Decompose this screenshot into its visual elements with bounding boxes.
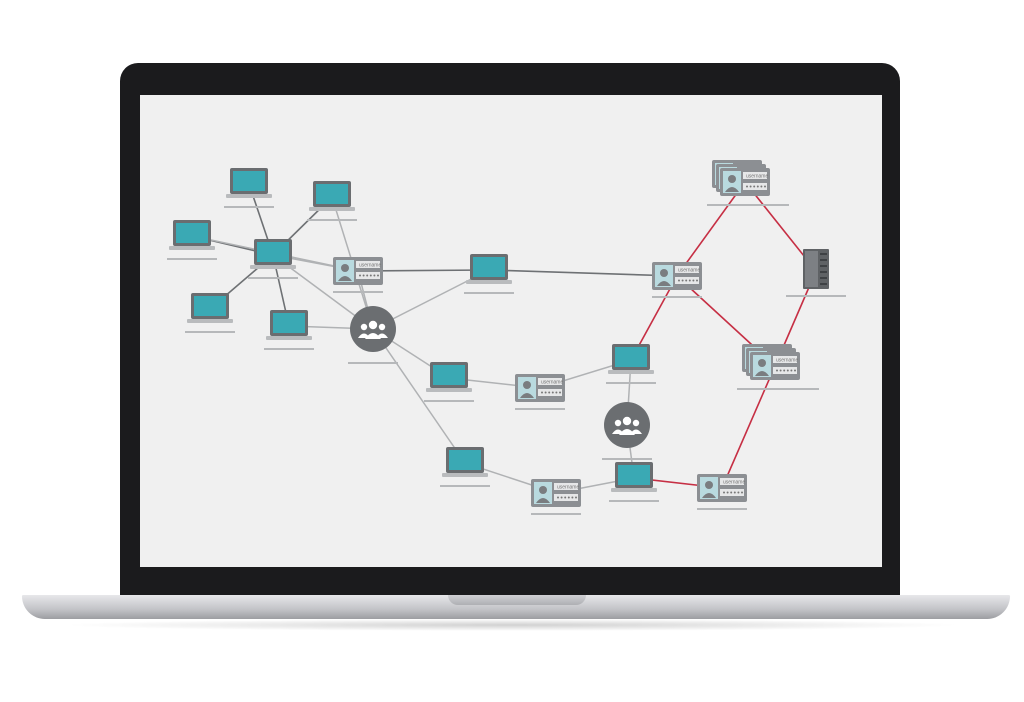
laptop-icon [224,168,274,208]
edge-l7-c2 [488,269,678,277]
edge-c5-cs2 [721,365,776,489]
user-card-icon: username [515,374,565,410]
card-username-label: username [723,480,745,486]
users-group-icon [602,402,652,460]
user-card-icon: username [652,262,702,298]
server-icon [786,249,846,297]
card-username-label: username [746,174,768,180]
laptop-shadow [60,619,964,631]
laptop-icon [606,344,656,384]
laptop-icon [185,293,235,333]
laptop-notch [448,595,586,605]
laptop-icon [264,310,314,350]
user-card-icon: username [531,479,581,515]
user-card-icon: username [333,257,383,293]
laptop-icon [609,462,659,502]
laptop-icon [440,447,490,487]
edge-g1-l10 [372,328,466,464]
diagram-nodes: usernameusernameusernameusernameusername… [167,160,846,515]
card-username-label: username [541,380,563,386]
card-username-label: username [776,358,798,364]
laptop-icon [464,254,514,294]
users-group-icon [348,306,398,364]
laptop-icon [307,181,357,221]
user-card-icon: username [697,474,747,510]
laptop-icon [167,220,217,260]
card-username-label: username [557,485,579,491]
laptop-icon [424,362,474,402]
card-username-label: username [678,268,700,274]
edge-c2-cs1 [676,181,746,277]
card-username-label: username [359,263,381,269]
laptop-icon [248,239,298,279]
